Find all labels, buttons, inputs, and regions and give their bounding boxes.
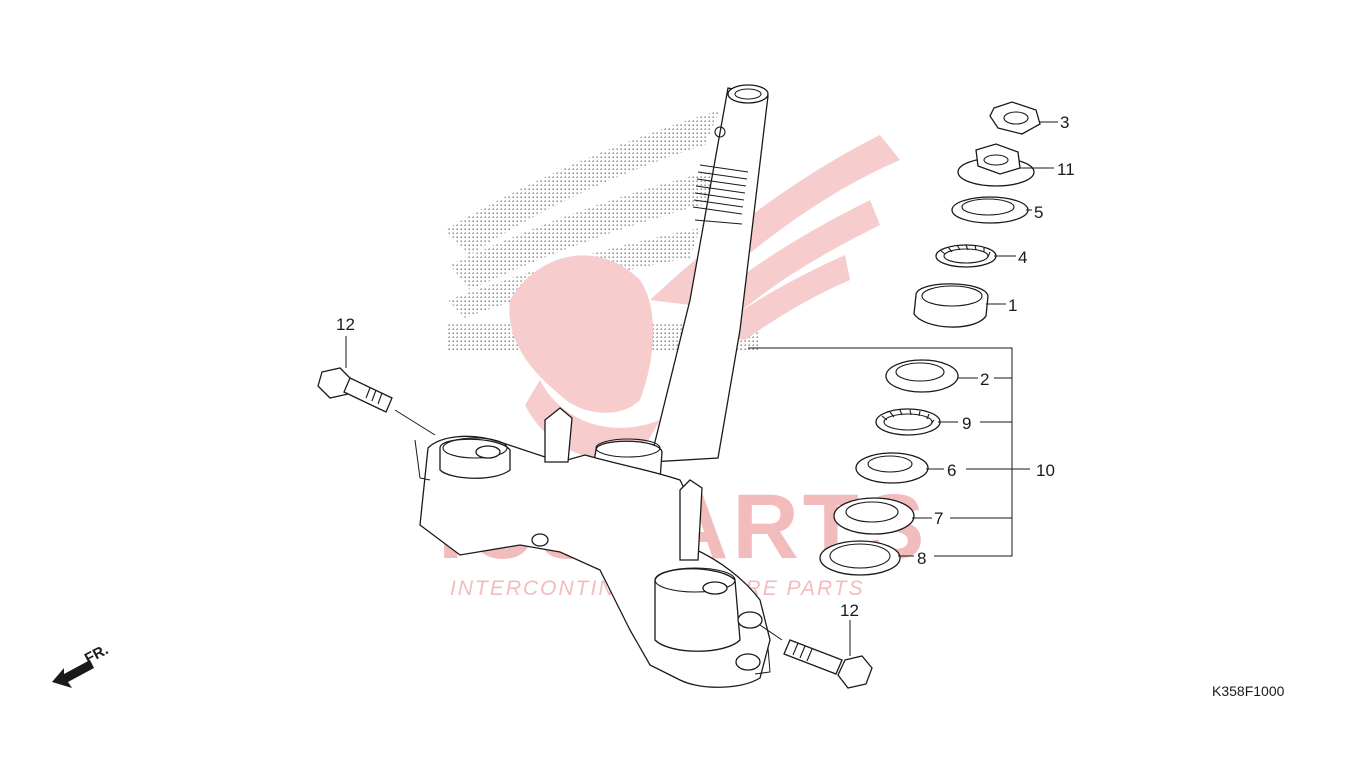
lower-dust-seal[interactable] bbox=[833, 497, 915, 535]
front-direction-indicator: FR. bbox=[52, 641, 111, 688]
stem-nut[interactable] bbox=[989, 101, 1041, 135]
outer-race-upper[interactable] bbox=[885, 359, 959, 393]
steering-stem[interactable] bbox=[419, 84, 771, 688]
callout-10[interactable]: 10 bbox=[1036, 461, 1055, 480]
callout-3[interactable]: 3 bbox=[1060, 113, 1069, 132]
front-arrow-icon bbox=[52, 660, 94, 688]
callout-11[interactable]: 11 bbox=[1057, 160, 1075, 179]
upper-bearing-balls[interactable] bbox=[935, 244, 997, 268]
callout-8[interactable]: 8 bbox=[917, 549, 926, 568]
callout-9[interactable]: 9 bbox=[962, 414, 971, 433]
callout-12-lower[interactable]: 12 bbox=[840, 601, 859, 620]
callout-6[interactable]: 6 bbox=[947, 461, 956, 480]
callout-7[interactable]: 7 bbox=[934, 509, 943, 528]
callout-1[interactable]: 1 bbox=[1008, 296, 1017, 315]
lower-bearing-balls[interactable] bbox=[875, 408, 941, 436]
bolt-lower-right[interactable] bbox=[754, 624, 873, 689]
dust-seal-upper[interactable] bbox=[951, 196, 1029, 224]
inner-race-lower[interactable] bbox=[855, 452, 929, 484]
callout-12-upper[interactable]: 12 bbox=[336, 315, 355, 334]
bolt-upper-left[interactable] bbox=[317, 367, 436, 481]
leader-lines bbox=[345, 121, 1058, 656]
upper-cone-race[interactable] bbox=[913, 283, 989, 328]
callouts: 3 11 5 4 1 2 9 6 10 7 8 12 12 bbox=[336, 113, 1075, 620]
lower-washer[interactable] bbox=[819, 540, 901, 576]
callout-5[interactable]: 5 bbox=[1034, 203, 1043, 222]
callout-2[interactable]: 2 bbox=[980, 370, 989, 389]
adjusting-nut[interactable] bbox=[957, 143, 1035, 187]
callout-4[interactable]: 4 bbox=[1018, 248, 1027, 267]
drawing-code: K358F1000 bbox=[1212, 683, 1285, 699]
